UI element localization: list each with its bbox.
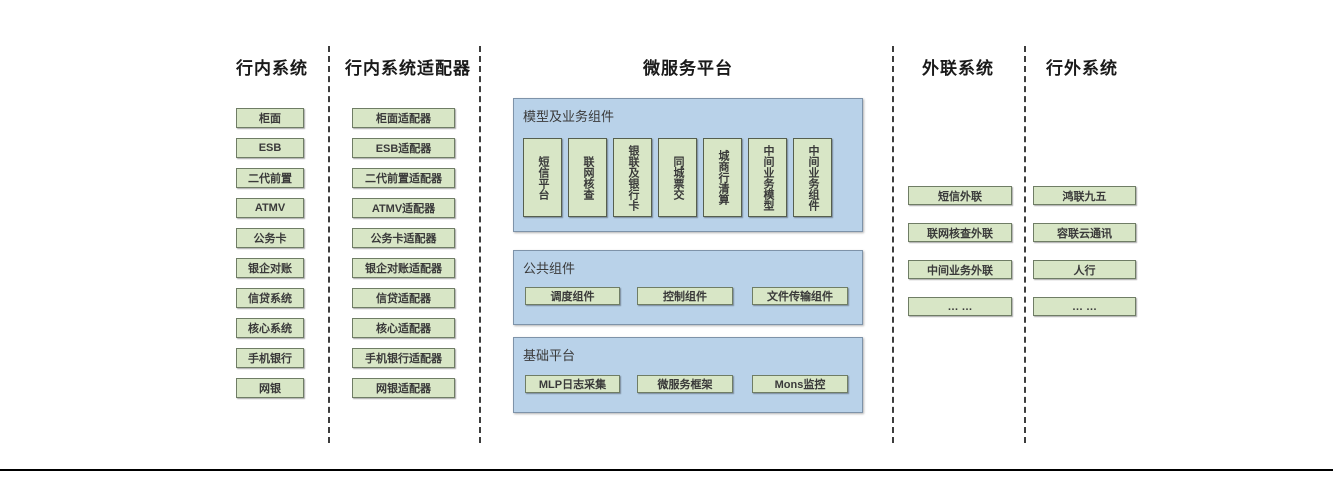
external-box: 鸿联九五 [1033, 186, 1136, 205]
module-box: 银联及银行卡 [613, 138, 652, 217]
component-box: 文件传输组件 [752, 287, 848, 305]
column-title-outreach-systems: 外联系统 [922, 59, 994, 78]
system-box: 二代前置 [236, 168, 304, 188]
system-box: ESB [236, 138, 304, 158]
component-box: MLP日志采集 [525, 375, 620, 393]
component-box: 微服务框架 [637, 375, 733, 393]
adapter-box: 信贷适配器 [352, 288, 455, 308]
panel-title: 公共组件 [523, 261, 576, 276]
system-box: 手机银行 [236, 348, 304, 368]
component-box: Mons监控 [752, 375, 848, 393]
external-box: … … [1033, 297, 1136, 316]
adapter-box: ATMV适配器 [352, 198, 455, 218]
system-box: 银企对账 [236, 258, 304, 278]
separator-line-4 [1024, 46, 1026, 443]
adapter-box: ESB适配器 [352, 138, 455, 158]
module-box: 中间业务模型 [748, 138, 787, 217]
module-box: 联网核查 [568, 138, 607, 217]
panel-title: 模型及业务组件 [523, 109, 615, 124]
column-title-external-systems: 行外系统 [1046, 59, 1118, 78]
adapter-box: 银企对账适配器 [352, 258, 455, 278]
adapter-box: 柜面适配器 [352, 108, 455, 128]
outreach-box: 短信外联 [908, 186, 1012, 205]
separator-line-3 [892, 46, 894, 443]
separator-line-1 [328, 46, 330, 443]
module-box: 短信平台 [523, 138, 562, 217]
bottom-rule [0, 469, 1333, 471]
component-box: 调度组件 [525, 287, 620, 305]
system-box: ATMV [236, 198, 304, 218]
module-box: 同城票交 [658, 138, 697, 217]
module-box: 城商行清算 [703, 138, 742, 217]
system-box: 核心系统 [236, 318, 304, 338]
separator-line-2 [479, 46, 481, 443]
column-title-internal-systems: 行内系统 [236, 59, 308, 78]
component-box: 控制组件 [637, 287, 733, 305]
external-box: 容联云通讯 [1033, 223, 1136, 242]
outreach-box: … … [908, 297, 1012, 316]
system-box: 信贷系统 [236, 288, 304, 308]
external-box: 人行 [1033, 260, 1136, 279]
module-box: 中间业务组件 [793, 138, 832, 217]
system-box: 公务卡 [236, 228, 304, 248]
system-box: 网银 [236, 378, 304, 398]
adapter-box: 核心适配器 [352, 318, 455, 338]
column-title-internal-adapters: 行内系统适配器 [345, 59, 471, 78]
system-box: 柜面 [236, 108, 304, 128]
outreach-box: 中间业务外联 [908, 260, 1012, 279]
adapter-box: 网银适配器 [352, 378, 455, 398]
panel-title: 基础平台 [523, 348, 576, 363]
adapter-box: 二代前置适配器 [352, 168, 455, 188]
adapter-box: 公务卡适配器 [352, 228, 455, 248]
adapter-box: 手机银行适配器 [352, 348, 455, 368]
outreach-box: 联网核查外联 [908, 223, 1012, 242]
column-title-microservice-platform: 微服务平台 [643, 59, 733, 78]
